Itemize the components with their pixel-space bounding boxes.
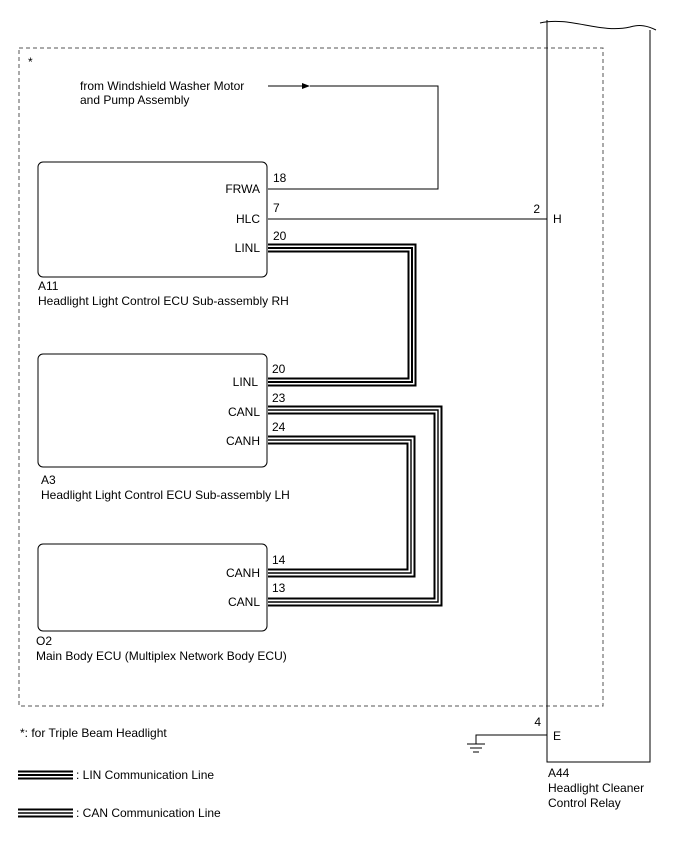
footnote: *: for Triple Beam Headlight — [20, 726, 167, 740]
source-label-line2: and Pump Assembly — [80, 93, 189, 107]
o2-pin-canh-number: 14 — [272, 553, 286, 567]
a3-name: Headlight Light Control ECU Sub-assembly… — [41, 488, 290, 502]
o2-pin-canl-number: 13 — [272, 581, 286, 595]
relay-code: A44 — [548, 766, 570, 780]
relay-pin-h-label: H — [553, 212, 562, 226]
a3-pin-canh-number: 24 — [272, 420, 286, 434]
a11-pin-linl-label: LINL — [235, 241, 261, 255]
a11-pin-frwa-number: 18 — [273, 171, 287, 185]
a3-pin-linl-label: LINL — [233, 375, 259, 389]
legend-lin-label: : LIN Communication Line — [76, 768, 214, 782]
frwa-wire — [268, 85, 439, 190]
lin-line-core — [268, 247, 413, 383]
o2-code: O2 — [36, 634, 52, 648]
a11-pin-hlc-label: HLC — [236, 212, 260, 226]
relay-pin-e-number: 4 — [534, 715, 541, 729]
can-low-line-core — [268, 409, 439, 603]
lin-line-gap — [268, 245, 415, 385]
ecu-a3-box — [37, 353, 268, 468]
a11-pin-hlc-number: 7 — [273, 201, 280, 215]
a3-code: A3 — [41, 473, 56, 487]
relay-name-line2: Control Relay — [548, 796, 621, 810]
can-high-line-gap — [268, 437, 414, 576]
a11-name: Headlight Light Control ECU Sub-assembly… — [38, 294, 289, 308]
note-marker: * — [28, 55, 33, 69]
a11-pin-linl-number: 20 — [273, 229, 287, 243]
ecu-o2-box — [37, 543, 268, 632]
source-label-line1: from Windshield Washer Motor — [80, 79, 244, 93]
option-boundary — [18, 47, 604, 707]
source-arrow-head — [302, 83, 310, 89]
can-high-line-core — [268, 439, 412, 574]
relay-pin-h-number: 2 — [533, 202, 540, 216]
lin-line-outer — [268, 243, 417, 387]
a3-pin-linl-number: 20 — [272, 362, 286, 376]
relay-name-line1: Headlight Cleaner — [548, 781, 644, 795]
a3-pin-canl-label: CANL — [228, 405, 260, 419]
a11-code: A11 — [38, 279, 59, 293]
a3-pin-canh-label: CANH — [226, 434, 260, 448]
can-high-line-outer — [268, 435, 416, 578]
a3-pin-canl-number: 23 — [272, 391, 286, 405]
relay-break-line — [539, 20, 657, 31]
relay-pin-e-label: E — [553, 729, 561, 743]
ecu-a11-box — [37, 161, 268, 278]
a11-pin-frwa-label: FRWA — [225, 182, 260, 196]
o2-pin-canh-label: CANH — [226, 566, 260, 580]
ground-wire — [475, 734, 547, 744]
o2-pin-canl-label: CANL — [228, 595, 260, 609]
o2-name: Main Body ECU (Multiplex Network Body EC… — [36, 649, 287, 663]
legend-can-label: : CAN Communication Line — [76, 806, 221, 820]
relay-body — [546, 20, 651, 763]
